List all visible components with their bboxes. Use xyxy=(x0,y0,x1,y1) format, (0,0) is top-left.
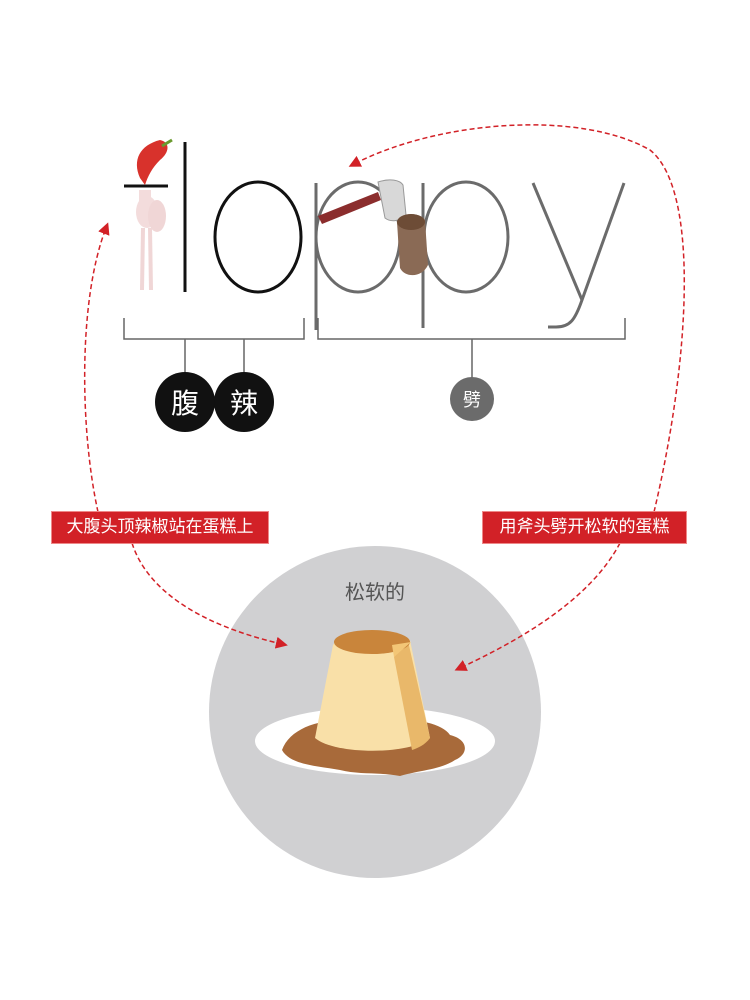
axe-stump xyxy=(318,179,428,276)
char-circle-fu: 腹 xyxy=(155,372,215,432)
dashed-arrows xyxy=(83,124,685,671)
char-fu: 腹 xyxy=(170,387,199,420)
brackets xyxy=(123,318,626,378)
char-circle-la: 辣 xyxy=(214,372,274,432)
label-left: 大腹头顶辣椒站在蛋糕上 xyxy=(52,512,268,543)
label-right: 用斧头劈开松软的蛋糕 xyxy=(483,512,686,543)
word-floppy xyxy=(124,138,626,330)
char-la: 辣 xyxy=(229,387,258,420)
letter-o xyxy=(213,180,303,294)
flan-illustration xyxy=(255,630,495,776)
meaning-text: 松软的 xyxy=(345,580,405,604)
letter-f-pepper-belly xyxy=(124,138,173,291)
arrow-to-ppy xyxy=(348,124,685,513)
char-circle-pi: 劈 xyxy=(450,377,494,421)
arrow-to-flan-left xyxy=(131,542,288,649)
arrow-to-f xyxy=(83,222,110,513)
char-pi: 劈 xyxy=(463,390,481,411)
